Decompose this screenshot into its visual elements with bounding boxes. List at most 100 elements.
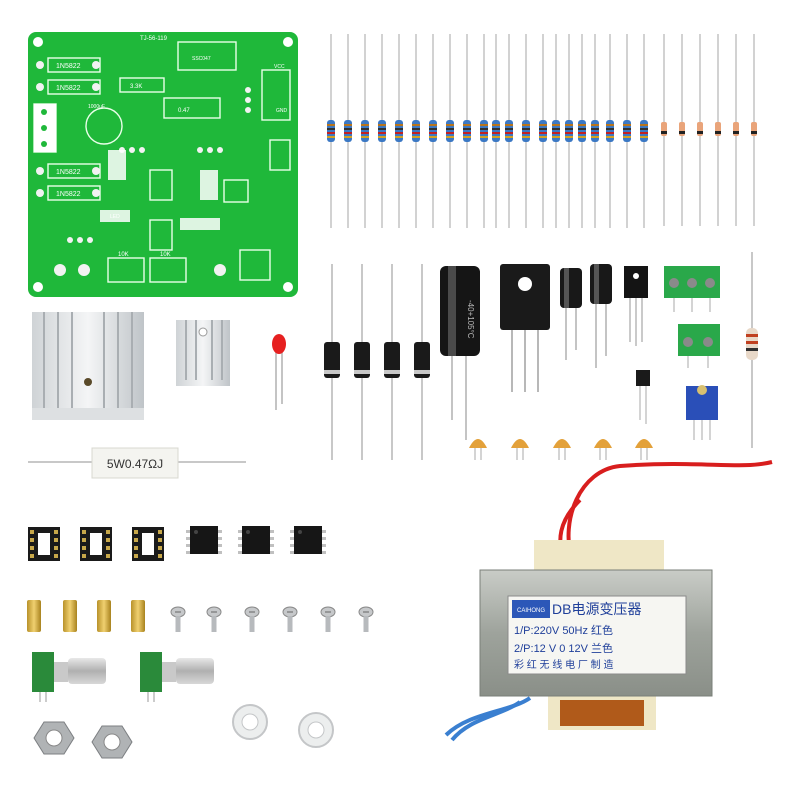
pcb-id: TJ-56-119	[140, 36, 168, 42]
resistor	[327, 34, 335, 228]
ic-chip-row	[186, 526, 326, 554]
pcb-label-cap: 1000uF	[88, 104, 105, 110]
ic-socket	[132, 527, 164, 561]
zener-diode	[751, 34, 757, 226]
power-diode	[354, 264, 370, 460]
ic-socket	[80, 527, 112, 561]
washer-2	[298, 712, 334, 748]
zener-diode	[715, 34, 721, 226]
resistor	[412, 34, 420, 228]
transformer-maker: 彩 红 无 线 电 厂 制 造	[514, 658, 613, 671]
ceramic-capacitor	[553, 439, 571, 460]
terminal-block-3pin	[664, 266, 720, 312]
washer-1	[232, 704, 268, 740]
resistor	[565, 34, 573, 228]
resistor	[606, 34, 614, 228]
transformer-title: DB电源变压器	[552, 601, 641, 617]
ceramic-capacitor	[511, 439, 529, 460]
screw	[170, 606, 186, 632]
screw-row	[170, 606, 374, 632]
heatsink-small	[176, 320, 230, 386]
resistor	[480, 34, 488, 228]
resistor	[640, 34, 648, 228]
pcb-label-gnd: GND	[276, 108, 288, 114]
ic-chip	[186, 526, 222, 554]
pcb-label-ic: SSC047	[192, 56, 211, 62]
resistor	[429, 34, 437, 228]
pcb-label-d1: 1N5822	[56, 63, 81, 70]
zener-diode	[697, 34, 703, 226]
heatsink-large	[32, 312, 144, 420]
screw	[282, 606, 298, 632]
ic-socket-row	[28, 527, 164, 561]
medium-transistor	[624, 266, 648, 346]
resistor	[492, 34, 500, 228]
pcb-label-d3: 1N5822	[56, 169, 81, 176]
ic-socket	[28, 527, 60, 561]
cement-resistor-5w: 5W0.47ΩJ	[28, 447, 246, 479]
potentiometer-1	[32, 652, 106, 702]
trimmer-potentiometer	[686, 385, 718, 440]
ceramic-capacitor	[635, 439, 653, 460]
power-diode	[414, 264, 430, 460]
zener-diode-row	[661, 34, 757, 226]
resistor	[344, 34, 352, 228]
ceramic-cap-row	[469, 439, 653, 460]
ic-chip	[238, 526, 274, 554]
terminal-block-2pin	[678, 324, 720, 368]
zener-diode	[733, 34, 739, 226]
resistor	[505, 34, 513, 228]
zener-diode	[661, 34, 667, 226]
screw	[358, 606, 374, 632]
brass-standoff	[27, 600, 41, 632]
pcb-label-d4: 1N5822	[56, 191, 81, 198]
pcb-label-d2: 1N5822	[56, 85, 81, 92]
resistor	[446, 34, 454, 228]
ceramic-capacitor	[469, 439, 487, 460]
power-diode	[384, 264, 400, 460]
cement-resistor-label: 5W0.47ΩJ	[107, 457, 163, 471]
resistor	[539, 34, 547, 228]
potentiometer-2	[140, 652, 214, 702]
transformer-brand: CAIHONG	[517, 608, 545, 614]
resistor	[623, 34, 631, 228]
resistor	[522, 34, 530, 228]
electrolytic-cap-small-1	[560, 268, 582, 360]
pcb-label-pot2: 10K	[160, 252, 171, 258]
ic-chip	[290, 526, 326, 554]
pcb-label-r1: 3.3K	[130, 84, 142, 90]
pcb-label-pot1: 10K	[118, 252, 129, 258]
pcb-label-led: LED	[110, 214, 120, 220]
small-transistor	[636, 370, 650, 424]
screw	[244, 606, 260, 632]
brass-standoff-row	[27, 600, 145, 632]
electrolytic-cap-large: -40+105°C	[440, 266, 480, 440]
vertical-resistor-right	[746, 252, 758, 448]
red-led	[272, 334, 286, 410]
resistor	[552, 34, 560, 228]
power-diode-row	[324, 264, 430, 460]
resistor	[578, 34, 586, 228]
brass-standoff	[97, 600, 111, 632]
power-diode	[324, 264, 340, 460]
screw	[206, 606, 222, 632]
pcb-label-r2: 0.47	[178, 108, 190, 114]
resistor-row	[327, 34, 648, 228]
transformer-primary: 1/P:220V 50Hz 红色	[514, 623, 613, 637]
resistor	[395, 34, 403, 228]
screw	[320, 606, 336, 632]
resistor	[361, 34, 369, 228]
power-transistor	[500, 264, 550, 392]
transformer-secondary: 2/P:12 V 0 12V 兰色	[514, 641, 613, 655]
brass-standoff	[131, 600, 145, 632]
transformer: CAIHONG DB电源变压器 1/P:220V 50Hz 红色 2/P:12 …	[444, 460, 773, 742]
brass-standoff	[63, 600, 77, 632]
hex-nut-1	[33, 721, 75, 755]
resistor	[591, 34, 599, 228]
ceramic-capacitor	[594, 439, 612, 460]
resistor	[378, 34, 386, 228]
electrolytic-cap-small-2	[590, 264, 612, 368]
resistor	[463, 34, 471, 228]
hex-nut-2	[91, 725, 133, 759]
